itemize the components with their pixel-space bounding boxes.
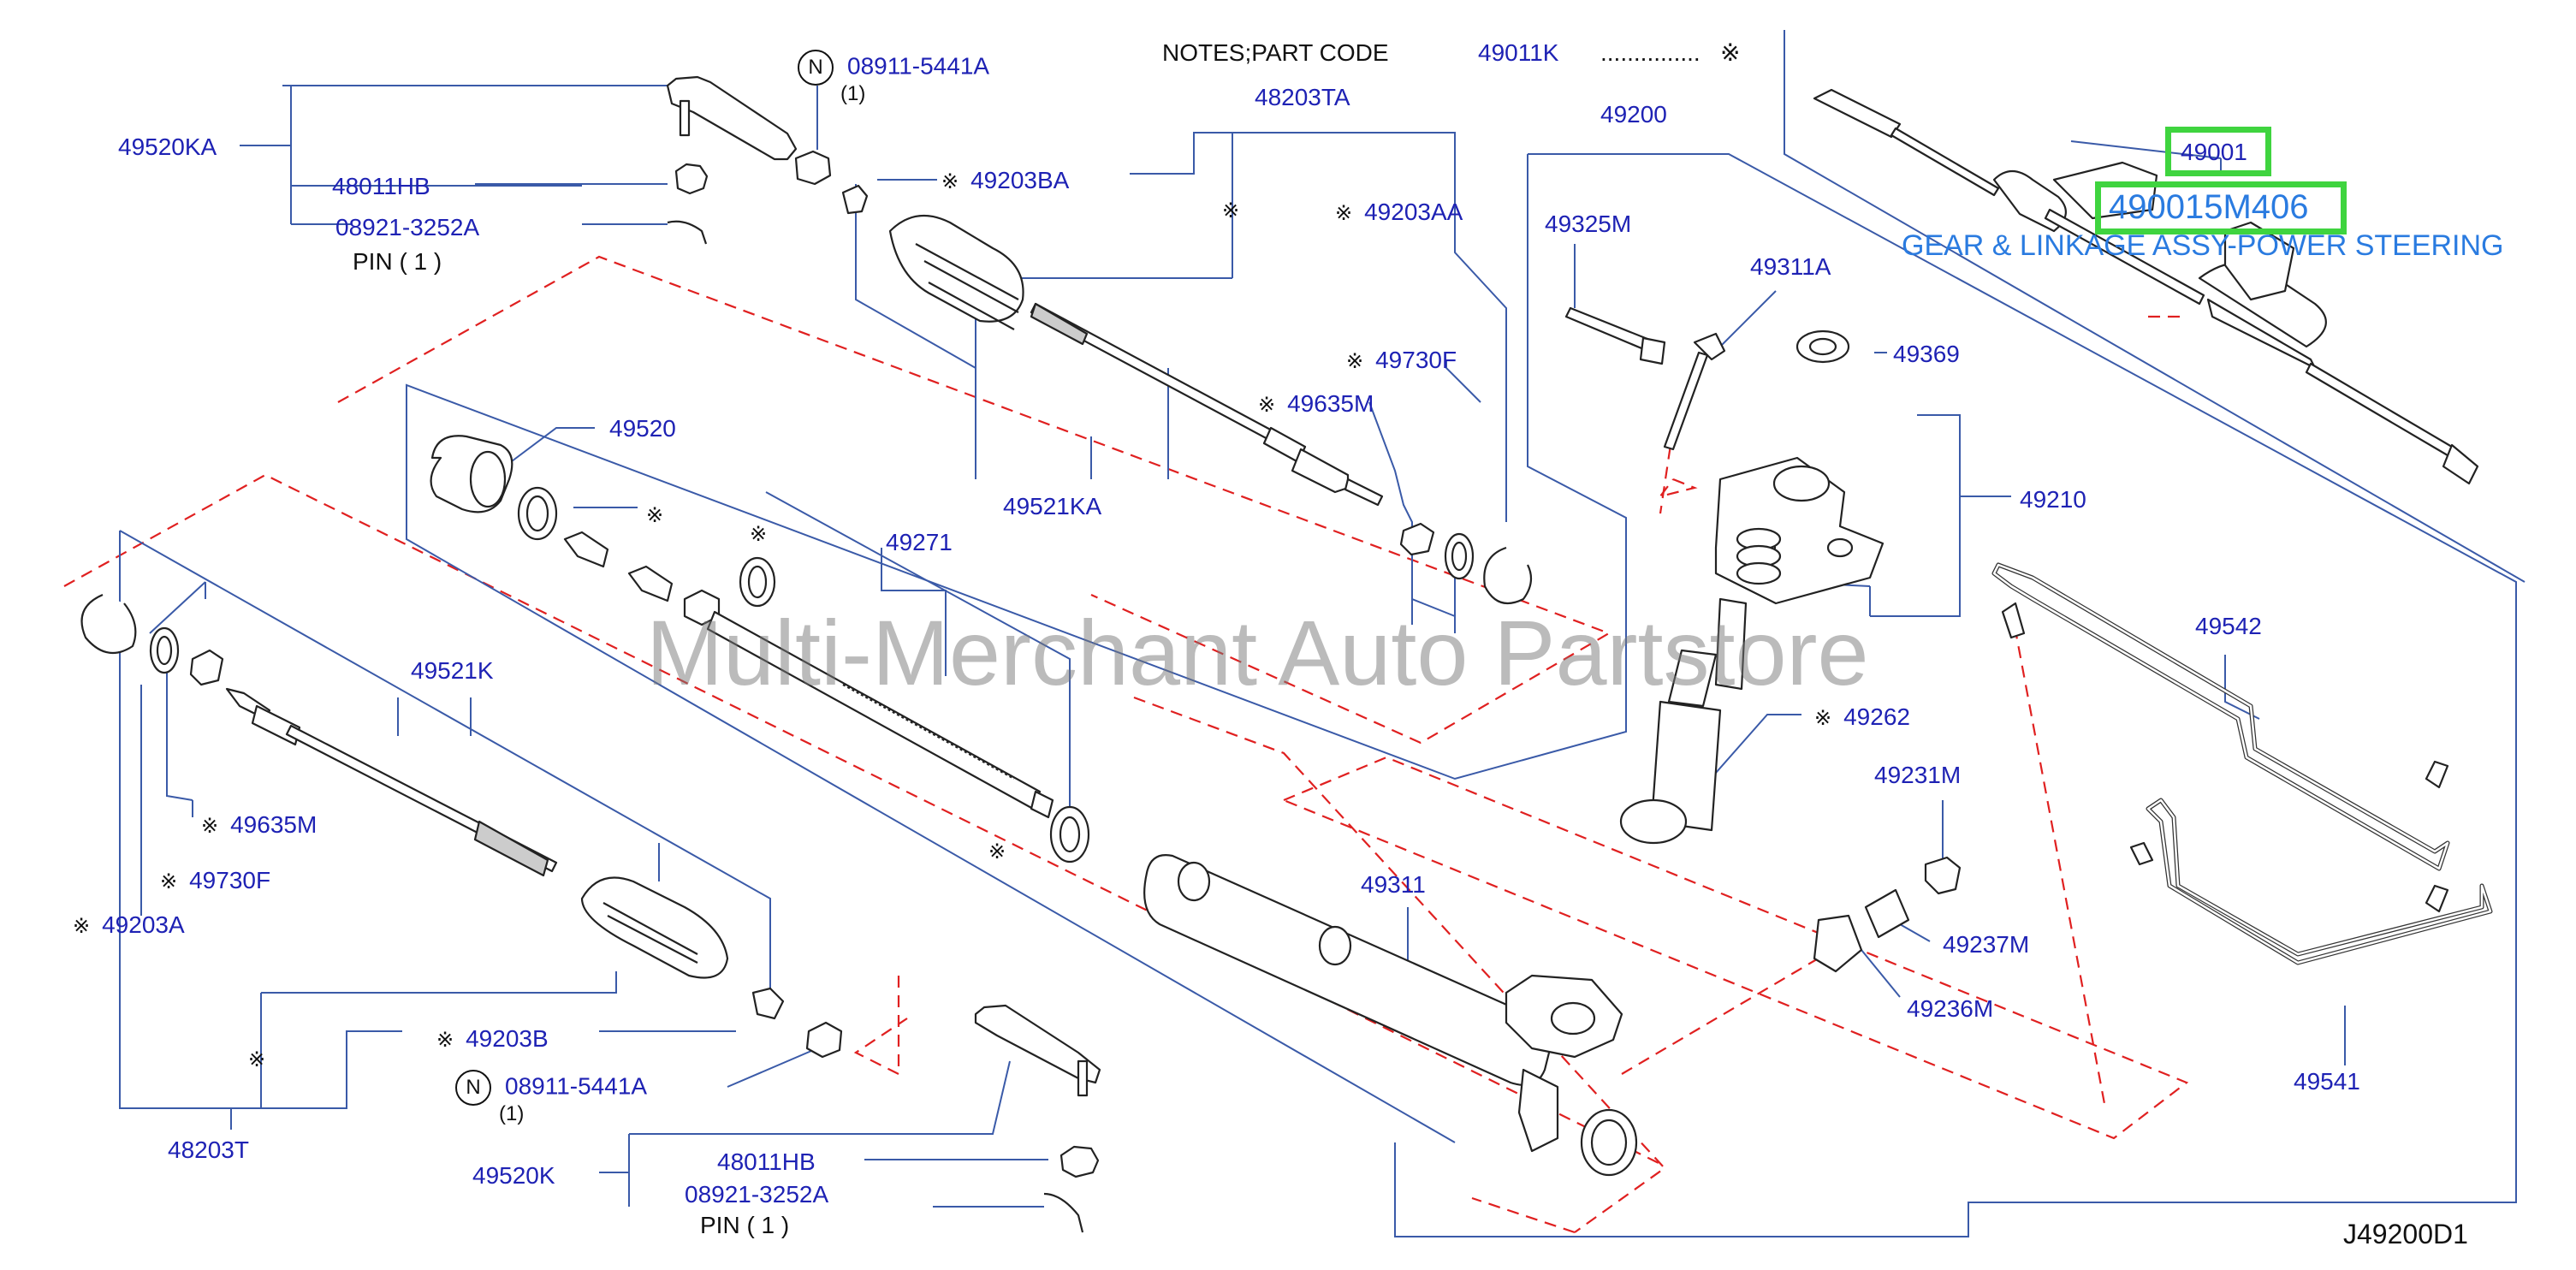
n-mark-icon: N	[455, 1070, 491, 1106]
highlight-box-oem	[2095, 181, 2347, 234]
n-mark-icon: N	[798, 50, 834, 86]
qty-bottom: (1)	[499, 1102, 525, 1125]
part-label-49541[interactable]: 49541	[2294, 1068, 2360, 1095]
part-number-text: 49203AA	[1364, 199, 1463, 225]
part-label-49237M[interactable]: 49237M	[1943, 931, 2030, 958]
note-mark-icon: ※	[646, 503, 664, 527]
note-mark-icon: ※	[436, 1028, 454, 1052]
part-label-49520K[interactable]: 49520K	[472, 1162, 555, 1189]
note-mark-icon: ※	[160, 869, 178, 893]
part-label-48203TA[interactable]: 48203TA	[1255, 84, 1350, 110]
pin-qty-bottom: PIN ( 1 )	[700, 1212, 790, 1238]
part-number-text: 08911-5441A	[505, 1072, 648, 1100]
part-label-49730F-right[interactable]: ※ 49730F	[1346, 348, 1457, 372]
part-label-49210[interactable]: 49210	[2020, 486, 2086, 513]
part-label-49521K[interactable]: 49521K	[411, 657, 494, 684]
part-label-49521KA[interactable]: 49521KA	[1003, 493, 1102, 519]
part-label-49236M[interactable]: 49236M	[1907, 995, 1994, 1022]
leader-lines	[119, 30, 2526, 1237]
part-label-49542[interactable]: 49542	[2195, 613, 2262, 639]
part-number-text: 49203B	[466, 1025, 549, 1052]
part-number-text: 49730F	[189, 867, 271, 893]
watermark: Multi-Merchant Auto Partstore	[646, 601, 1869, 704]
part-number-text: 49262	[1843, 703, 1910, 730]
part-label-49203A[interactable]: ※ 49203A	[73, 913, 185, 937]
part-label-49635M-right[interactable]: ※ 49635M	[1258, 392, 1374, 416]
notes-dots: ...............	[1600, 39, 1701, 66]
qty-top: (1)	[840, 82, 866, 105]
part-label-49520KA[interactable]: 49520KA	[118, 134, 217, 160]
part-number-text: 08911-5441A	[847, 52, 990, 80]
part-label-08921-3252A-bottom[interactable]: 08921-3252A	[685, 1181, 829, 1208]
part-label-48011HB-bottom[interactable]: 48011HB	[717, 1148, 816, 1175]
notes-mark-icon: ※	[1720, 39, 1741, 66]
pin-qty-top: PIN ( 1 )	[353, 248, 442, 275]
note-mark-icon: ※	[1258, 393, 1276, 417]
part-number-text: 49203A	[102, 911, 185, 938]
oem-part-number[interactable]: 490015M406	[2109, 188, 2309, 226]
part-label-49200[interactable]: 49200	[1600, 101, 1667, 128]
notes-code[interactable]: 49011K	[1478, 39, 1559, 66]
note-mark-icon: ※	[248, 1047, 266, 1071]
note-mark-icon: ※	[1346, 349, 1364, 373]
notes-label: NOTES;PART CODE	[1162, 39, 1389, 66]
note-mark-icon: ※	[201, 814, 219, 838]
part-label-08911-5441A-bottom[interactable]: N 08911-5441A	[455, 1070, 647, 1106]
part-label-49231M[interactable]: 49231M	[1874, 762, 1962, 788]
part-label-49271[interactable]: 49271	[886, 529, 953, 555]
assembly-description: GEAR & LINKAGE ASSY-POWER STEERING	[1902, 229, 2504, 262]
part-label-49262[interactable]: ※ 49262	[1814, 705, 1910, 729]
note-mark-icon: ※	[750, 522, 768, 546]
part-label-49203AA[interactable]: ※ 49203AA	[1335, 200, 1463, 224]
part-label-49635M-left[interactable]: ※ 49635M	[201, 813, 317, 837]
highlight-box-49001	[2165, 127, 2271, 176]
part-label-08921-3252A-top[interactable]: 08921-3252A	[335, 214, 480, 240]
part-number-text: 49730F	[1375, 347, 1457, 373]
note-mark-icon: ※	[73, 914, 91, 938]
note-mark-icon: ※	[1814, 706, 1832, 730]
part-label-49369[interactable]: 49369	[1893, 341, 1960, 367]
part-label-48011HB-top[interactable]: 48011HB	[332, 173, 430, 199]
part-label-49325M[interactable]: 49325M	[1545, 211, 1632, 237]
part-label-49311A[interactable]: 49311A	[1750, 253, 1831, 280]
part-label-48203T[interactable]: 48203T	[168, 1136, 249, 1163]
part-label-49203B[interactable]: ※ 49203B	[436, 1027, 549, 1051]
note-mark-icon: ※	[1222, 199, 1240, 223]
part-number-text: 49635M	[1287, 390, 1374, 417]
phantom-outlines	[63, 255, 2189, 1234]
part-number-text: 49635M	[230, 811, 318, 838]
part-label-49730F-left[interactable]: ※ 49730F	[160, 869, 270, 893]
note-mark-icon: ※	[988, 840, 1006, 863]
note-mark-icon: ※	[941, 169, 959, 193]
part-label-49311[interactable]: 49311	[1361, 871, 1426, 898]
part-label-49203BA[interactable]: ※ 49203BA	[941, 169, 1069, 193]
parts-artwork	[80, 75, 2493, 1233]
part-label-49520[interactable]: 49520	[609, 415, 676, 442]
note-mark-icon: ※	[1335, 201, 1353, 225]
part-label-08911-5441A-top[interactable]: N 08911-5441A	[798, 50, 989, 86]
part-label-49001[interactable]: 49001	[2181, 139, 2247, 165]
part-number-text: 49203BA	[970, 167, 1070, 193]
diagram-id: J49200D1	[2343, 1219, 2468, 1249]
